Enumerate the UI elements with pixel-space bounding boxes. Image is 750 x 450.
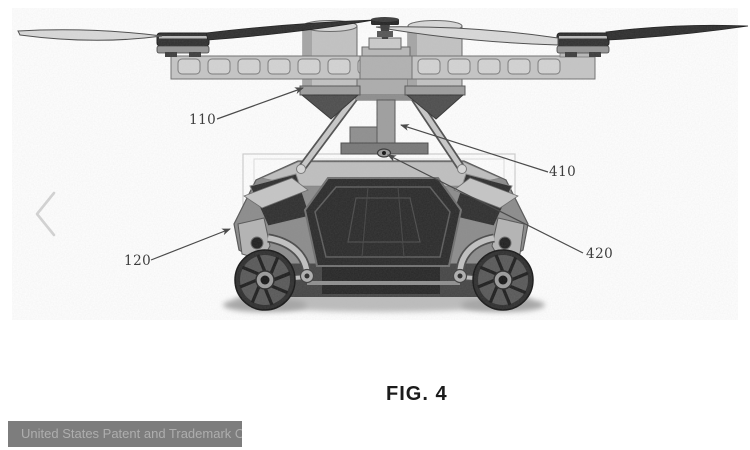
figure-caption: FIG. 4: [386, 383, 448, 406]
ref-label-420: 420: [586, 246, 613, 262]
uspto-badge: United States Patent and Trademark Offic…: [8, 421, 242, 447]
scan-noise-texture: [12, 8, 738, 320]
ref-label-120: 120: [124, 253, 151, 269]
ref-label-410: 410: [549, 164, 576, 180]
ref-label-110: 110: [189, 112, 216, 128]
